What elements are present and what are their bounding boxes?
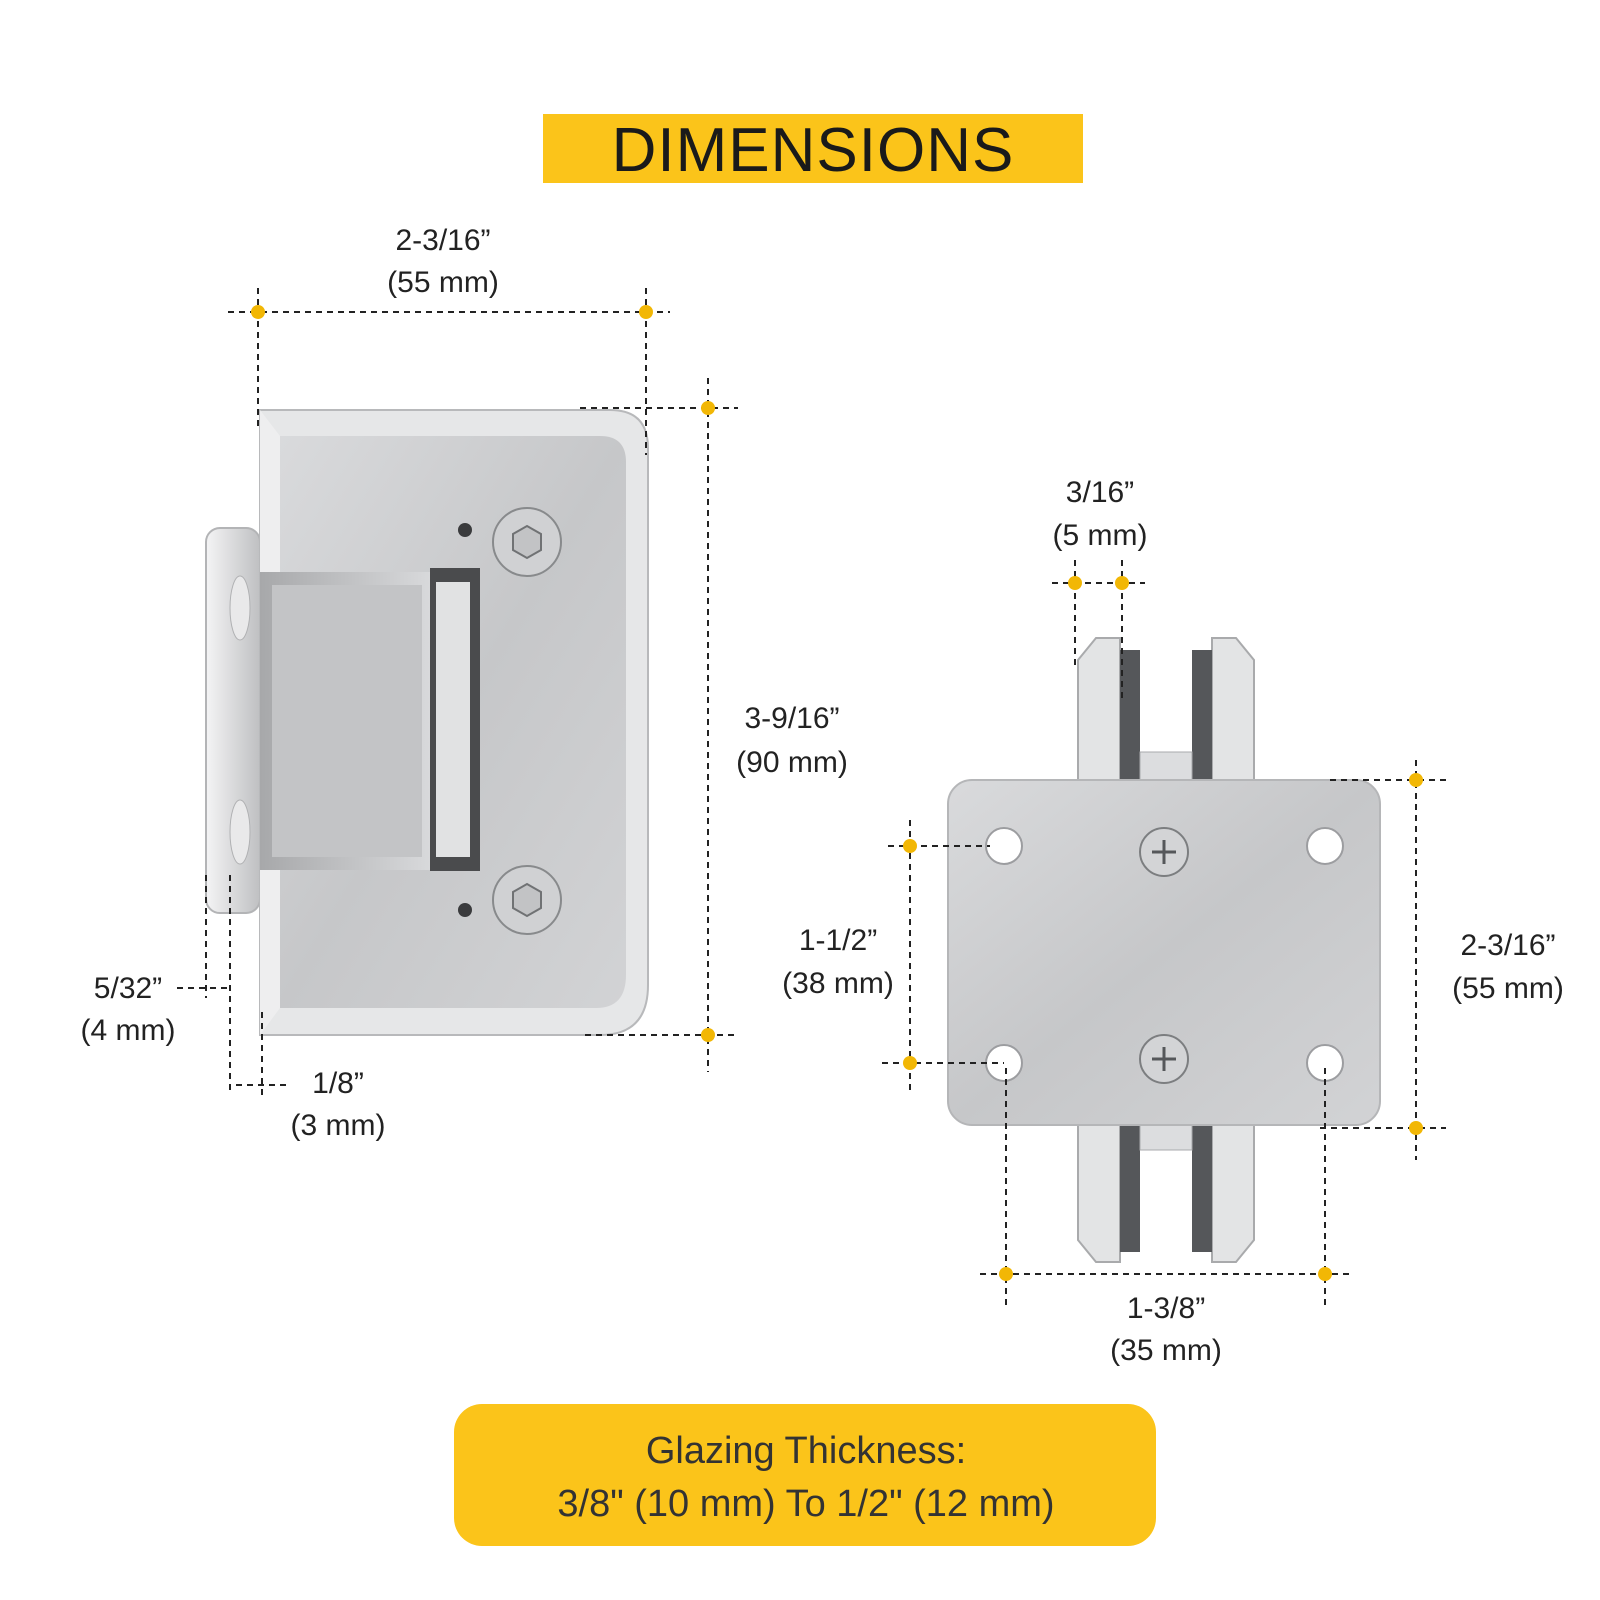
plate-height-metric: (55 mm) (1452, 972, 1564, 1005)
front-dimension-lines (177, 288, 738, 1095)
mounting-hole-top-left (985, 827, 1023, 865)
title-background (543, 114, 1083, 183)
plate-offset-metric: (4 mm) (81, 1014, 176, 1047)
hex-screw-bottom (492, 865, 562, 935)
side-dimension-labels: 3/16” (5 mm) 1-1/2” (38 mm) 2-3/16” (55 … (782, 476, 1564, 1367)
wall-plate-slot-bottom (229, 799, 251, 865)
hinge-side-view (947, 637, 1381, 1263)
set-screw-bottom (458, 903, 472, 917)
title-banner: DIMENSIONS (543, 114, 1083, 185)
front-height-metric: (90 mm) (736, 746, 848, 779)
clamp-jaw-bottom-left (1077, 1121, 1121, 1263)
hole-vertical-marker-bottom (903, 1056, 917, 1070)
front-height-imperial: 3-9/16” (744, 702, 839, 735)
clamp-jaw-top-right (1211, 637, 1255, 781)
mounting-hole-bottom-right (1306, 1044, 1344, 1082)
hole-horizontal-metric: (35 mm) (1110, 1334, 1222, 1367)
height-marker-top (701, 401, 715, 415)
hole-horizontal-imperial: 1-3/8” (1127, 1292, 1205, 1325)
hole-horizontal-marker-left (999, 1267, 1013, 1281)
side-dimension-lines (882, 560, 1446, 1306)
front-dimension-labels: 2-3/16” (55 mm) 3-9/16” (90 mm) 5/32” (4… (81, 224, 848, 1142)
gap-metric: (5 mm) (1053, 519, 1148, 552)
hole-vertical-marker-top (903, 839, 917, 853)
width-marker-left (251, 305, 265, 319)
height-marker-bottom (701, 1028, 715, 1042)
lip-metric: (3 mm) (291, 1109, 386, 1142)
clamp-gasket-bottom-right (1192, 1122, 1212, 1252)
plate-offset-imperial: 5/32” (94, 972, 162, 1005)
pivot-block-face (272, 585, 422, 857)
clamp-gasket-top-left (1120, 650, 1140, 780)
hinge-front-view (205, 409, 649, 1036)
hex-screw-top (492, 507, 562, 577)
clamp-gasket-top-right (1192, 650, 1212, 780)
hole-vertical-metric: (38 mm) (782, 967, 894, 1000)
phillips-screw-bottom (1139, 1034, 1189, 1084)
glazing-thickness-note: Glazing Thickness: 3/8" (10 mm) To 1/2" … (454, 1404, 1156, 1546)
mounting-hole-top-right (1306, 827, 1344, 865)
note-background (454, 1404, 1156, 1546)
phillips-screw-top (1139, 827, 1189, 877)
set-screw-top (458, 523, 472, 537)
hole-horizontal-marker-right (1318, 1267, 1332, 1281)
clamp-jaw-bottom-right (1211, 1121, 1255, 1263)
note-line-1: Glazing Thickness: (646, 1430, 966, 1472)
plate-height-imperial: 2-3/16” (1460, 929, 1555, 962)
gap-marker-right (1115, 576, 1129, 590)
clamp-gasket-bottom-left (1120, 1122, 1140, 1252)
width-marker-right (639, 305, 653, 319)
note-line-2: 3/8" (10 mm) To 1/2" (12 mm) (557, 1483, 1054, 1525)
front-width-metric: (55 mm) (387, 266, 499, 299)
plate-height-marker-bottom (1409, 1121, 1423, 1135)
front-width-imperial: 2-3/16” (395, 224, 490, 257)
clamp-bridge-top (1139, 751, 1193, 783)
gap-marker-left (1068, 576, 1082, 590)
pivot-slot-inner (436, 582, 470, 857)
lip-imperial: 1/8” (312, 1067, 364, 1100)
mounting-plate (947, 779, 1381, 1126)
wall-plate-slot-top (229, 575, 251, 641)
hole-vertical-imperial: 1-1/2” (799, 924, 877, 957)
page-title: DIMENSIONS (612, 116, 1015, 185)
gap-imperial: 3/16” (1066, 476, 1134, 509)
plate-height-marker-top (1409, 773, 1423, 787)
clamp-jaw-top-left (1077, 637, 1121, 781)
